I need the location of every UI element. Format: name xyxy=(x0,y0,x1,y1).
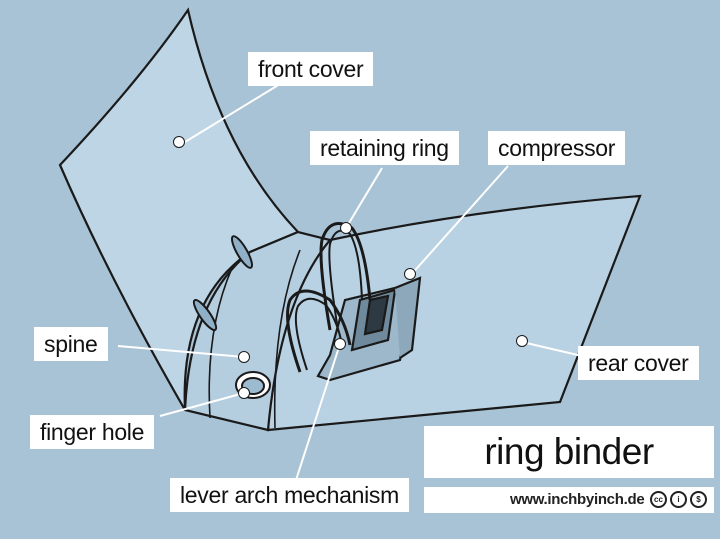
noncommercial-icon: $ xyxy=(690,491,707,508)
site-url: www.inchbyinch.de xyxy=(510,491,645,508)
callout-dots xyxy=(173,136,528,399)
label-lever-arch-mechanism: lever arch mechanism xyxy=(170,478,409,512)
spine-shape xyxy=(183,230,332,432)
footer-panel: www.inchbyinch.de cc i $ xyxy=(424,487,714,513)
spine-slot-lower xyxy=(192,298,218,332)
attribution-icon: i xyxy=(670,491,687,508)
title-panel: ring binder xyxy=(424,426,714,478)
label-retaining-ring: retaining ring xyxy=(310,131,459,165)
label-spine: spine xyxy=(34,327,108,361)
lever-arch-mechanism-shape xyxy=(286,222,422,382)
page-title: ring binder xyxy=(484,431,654,472)
cc-icon: cc xyxy=(650,491,667,508)
leader-lines xyxy=(117,83,583,481)
label-front-cover: front cover xyxy=(248,52,374,86)
label-compressor: compressor xyxy=(488,131,626,165)
spine-slot-upper xyxy=(231,235,253,269)
label-rear-cover: rear cover xyxy=(578,346,699,380)
label-finger-hole: finger hole xyxy=(30,415,155,449)
